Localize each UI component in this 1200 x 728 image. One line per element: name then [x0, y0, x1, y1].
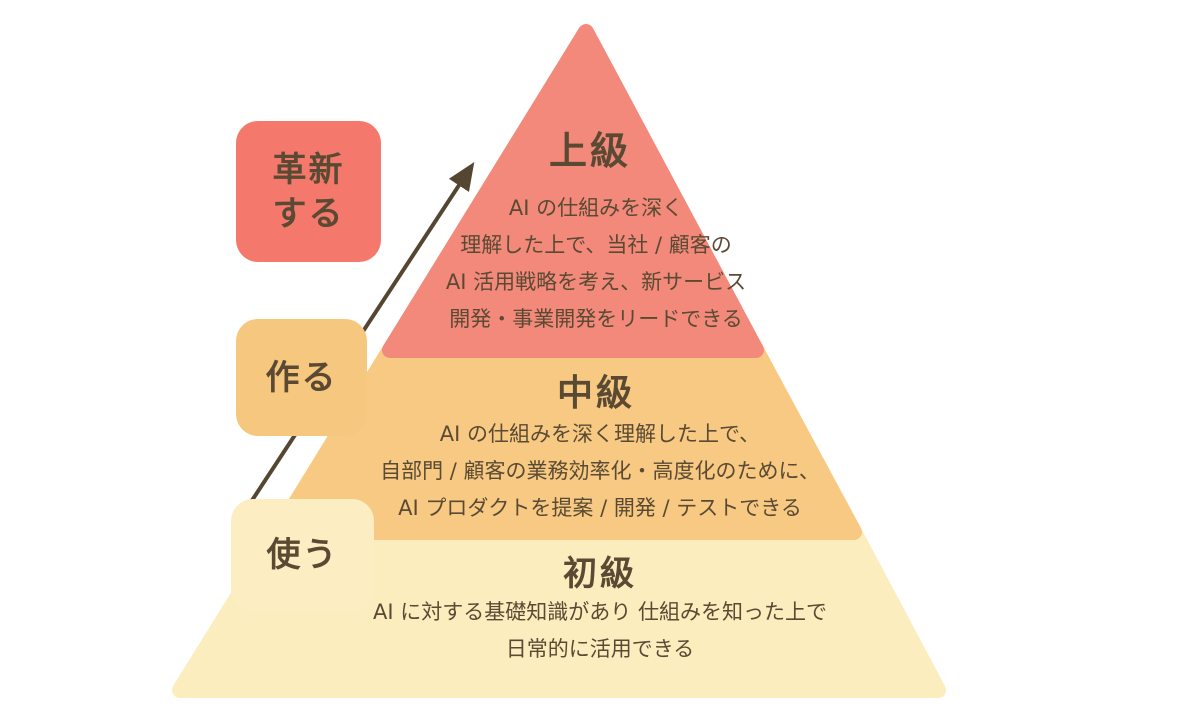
level-advanced-line-3: AI 活用戦略を考え、新サービス — [445, 270, 747, 294]
level-advanced-line-1: AI の仕組みを深く — [508, 196, 684, 220]
level-beginner-line-1: AI に対する基礎知識があり 仕組みを知った上で — [373, 600, 827, 624]
level-beginner-title: 初級 — [563, 554, 637, 594]
level-advanced-description: AI の仕組みを深く 理解した上で、当社 / 顧客の AI 活用戦略を考え、新サ… — [446, 190, 746, 338]
level-intermediate-line-1: AI の仕組みを深く理解した上で、 — [439, 422, 761, 446]
label-create: 作る — [236, 319, 367, 436]
label-innovate-line-2: する — [272, 193, 345, 234]
label-create-text: 作る — [265, 357, 338, 398]
level-advanced-line-2: 理解した上で、当社 / 顧客の — [460, 233, 732, 257]
level-advanced-line-4: 開発・事業開発をリードできる — [449, 307, 743, 331]
label-use: 使う — [231, 499, 374, 611]
label-innovate: 革新 する — [236, 121, 381, 262]
pyramid-level-advanced-shape — [382, 24, 764, 358]
level-intermediate-title: 中級 — [556, 373, 636, 414]
level-intermediate-line-3: AI プロダクトを提案 / 開発 / テストできる — [398, 496, 802, 520]
level-beginner-description: AI に対する基礎知識があり 仕組みを知った上で 日常的に活用できる — [373, 594, 827, 668]
level-intermediate-description: AI の仕組みを深く理解した上で、 自部門 / 顧客の業務効率化・高度化のために… — [380, 416, 820, 527]
level-beginner-line-2: 日常的に活用できる — [505, 637, 695, 661]
label-use-text: 使う — [266, 535, 339, 575]
level-intermediate-line-2: 自部門 / 顧客の業務効率化・高度化のために、 — [380, 459, 820, 483]
label-innovate-line-1: 革新 — [272, 149, 345, 190]
level-advanced-title: 上級 — [548, 129, 632, 173]
